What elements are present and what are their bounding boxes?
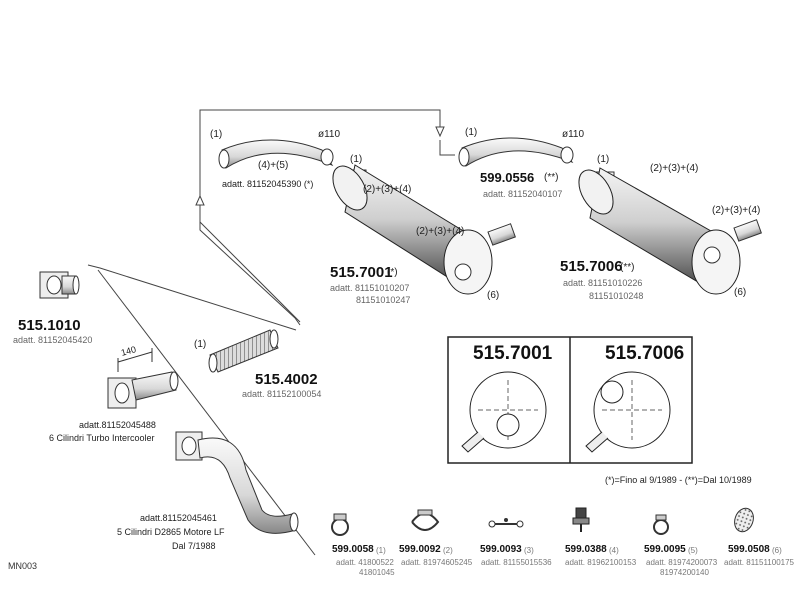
accessory-5-adapter2: 81974200140 [660,568,709,577]
muffler-left-ref6: (6) [487,290,500,301]
diagram-code: MN003 [8,561,38,571]
arrow-down-icon [435,126,445,138]
flex-pipe [208,329,279,373]
pipe-top-left-diameter: ø110 [318,129,341,140]
pipe-top-left-adapter: adatt. 81152045390 (*) [222,179,314,189]
muffler-left-refs-a: (2)+(3)+(4) [363,184,412,195]
gasket-icon [734,507,754,533]
compare-box [447,336,693,464]
legend: (*)=Fino al 9/1989 - (**)=Dal 10/1989 [605,475,752,485]
compare-box-right-part: 515.7006 [605,343,685,364]
accessory-4-adapter1: adatt. 81962100153 [565,558,637,567]
accessory-2-part: 599.0092 [399,544,441,555]
pipe-top-right-ref1: (1) [465,127,478,138]
accessory-6-ref: (6) [772,546,782,555]
wire-hanger-icon [488,518,524,528]
flange-pipe-desc: 6 Cilindri Turbo Intercooler [49,433,155,443]
bent-pipe-desc2: Dal 7/1988 [172,541,216,551]
flange-pipe-adapter: adatt.81152045488 [79,420,156,430]
pipe-top-right-mark: (**) [544,172,559,183]
accessory-5-part: 599.0095 [644,544,686,555]
muffler-left-ref1: (1) [350,154,363,165]
accessory-1-ref: (1) [376,546,386,555]
muffler-right-adapter1: adatt. 81151010226 [563,278,643,288]
accessory-1-adapter1: adatt. 41800522 [336,558,394,567]
pipe-top-right-part: 599.0556 [480,170,535,185]
compare-box-left-part: 515.7001 [473,343,553,364]
muffler-right-mark: (**) [620,262,635,273]
flex-pipe-adapter: adatt. 81152100054 [242,389,322,399]
muffler-right-refs-b: (2)+(3)+(4) [712,205,761,216]
pipe-top-right-diameter: ø110 [562,129,585,140]
accessory-2-adapter1: adatt. 81974605245 [401,558,473,567]
accessory-5-ref: (5) [688,546,698,555]
muffler-left-part: 515.7001 [330,264,393,281]
muffler-left [332,164,516,295]
connection-lines [87,109,455,556]
accessory-4-part: 599.0388 [565,544,607,555]
muffler-right-ref6: (6) [734,287,747,298]
accessory-2-ref: (2) [443,546,453,555]
bent-pipe-bottom [175,431,299,534]
bent-pipe-top-right [458,137,574,167]
bent-pipe-desc1: 5 Cilindri D2865 Motore LF [117,527,225,537]
ring-clamp-icon [653,514,669,535]
muffler-right-ref1: (1) [597,154,610,165]
bent-pipe-top-left [218,139,334,169]
pipe-top-left-ref1: (1) [210,129,223,140]
pipe-top-left-refs: (4)+(5) [258,160,289,171]
accessory-3-part: 599.0093 [480,544,522,555]
muffler-right-refs-a: (2)+(3)+(4) [650,163,699,174]
accessory-1-adapter2: 41801045 [359,568,395,577]
muffler-left-adapter2: 81151010247 [356,295,411,305]
rubber-mount-icon [572,507,590,532]
bent-pipe-adapter: adatt.81152045461 [140,513,217,523]
pipe-top-right-adapter: adatt. 81152040107 [483,189,563,199]
flange-part: 515.1010 [18,317,81,334]
muffler-left-adapter1: adatt. 81151010207 [330,283,410,293]
flange-515-1010 [39,271,80,299]
muffler-right [578,167,762,295]
accessory-4-ref: (4) [609,546,619,555]
muffler-left-refs-b: (2)+(3)+(4) [416,226,465,237]
accessory-6-adapter1: adatt. 81151100175 [724,558,794,567]
flange-pipe [107,348,179,409]
muffler-right-part: 515.7006 [560,258,623,275]
flange-adapter: adatt. 81152045420 [13,335,93,345]
muffler-left-mark: (*) [387,267,398,278]
accessory-6-part: 599.0508 [728,544,770,555]
accessory-1-part: 599.0058 [332,544,374,555]
muffler-right-adapter2: 81151010248 [589,291,644,301]
flex-pipe-ref1: (1) [194,339,207,350]
accessory-3-ref: (3) [524,546,534,555]
band-clamp-icon [411,509,440,531]
arrow-up-icon [195,194,205,206]
accessory-5-adapter1: adatt. 81974200073 [646,558,718,567]
clamp-icon [331,513,349,536]
accessory-3-adapter1: adatt. 81155015536 [481,558,552,567]
flex-pipe-part: 515.4002 [255,371,318,388]
